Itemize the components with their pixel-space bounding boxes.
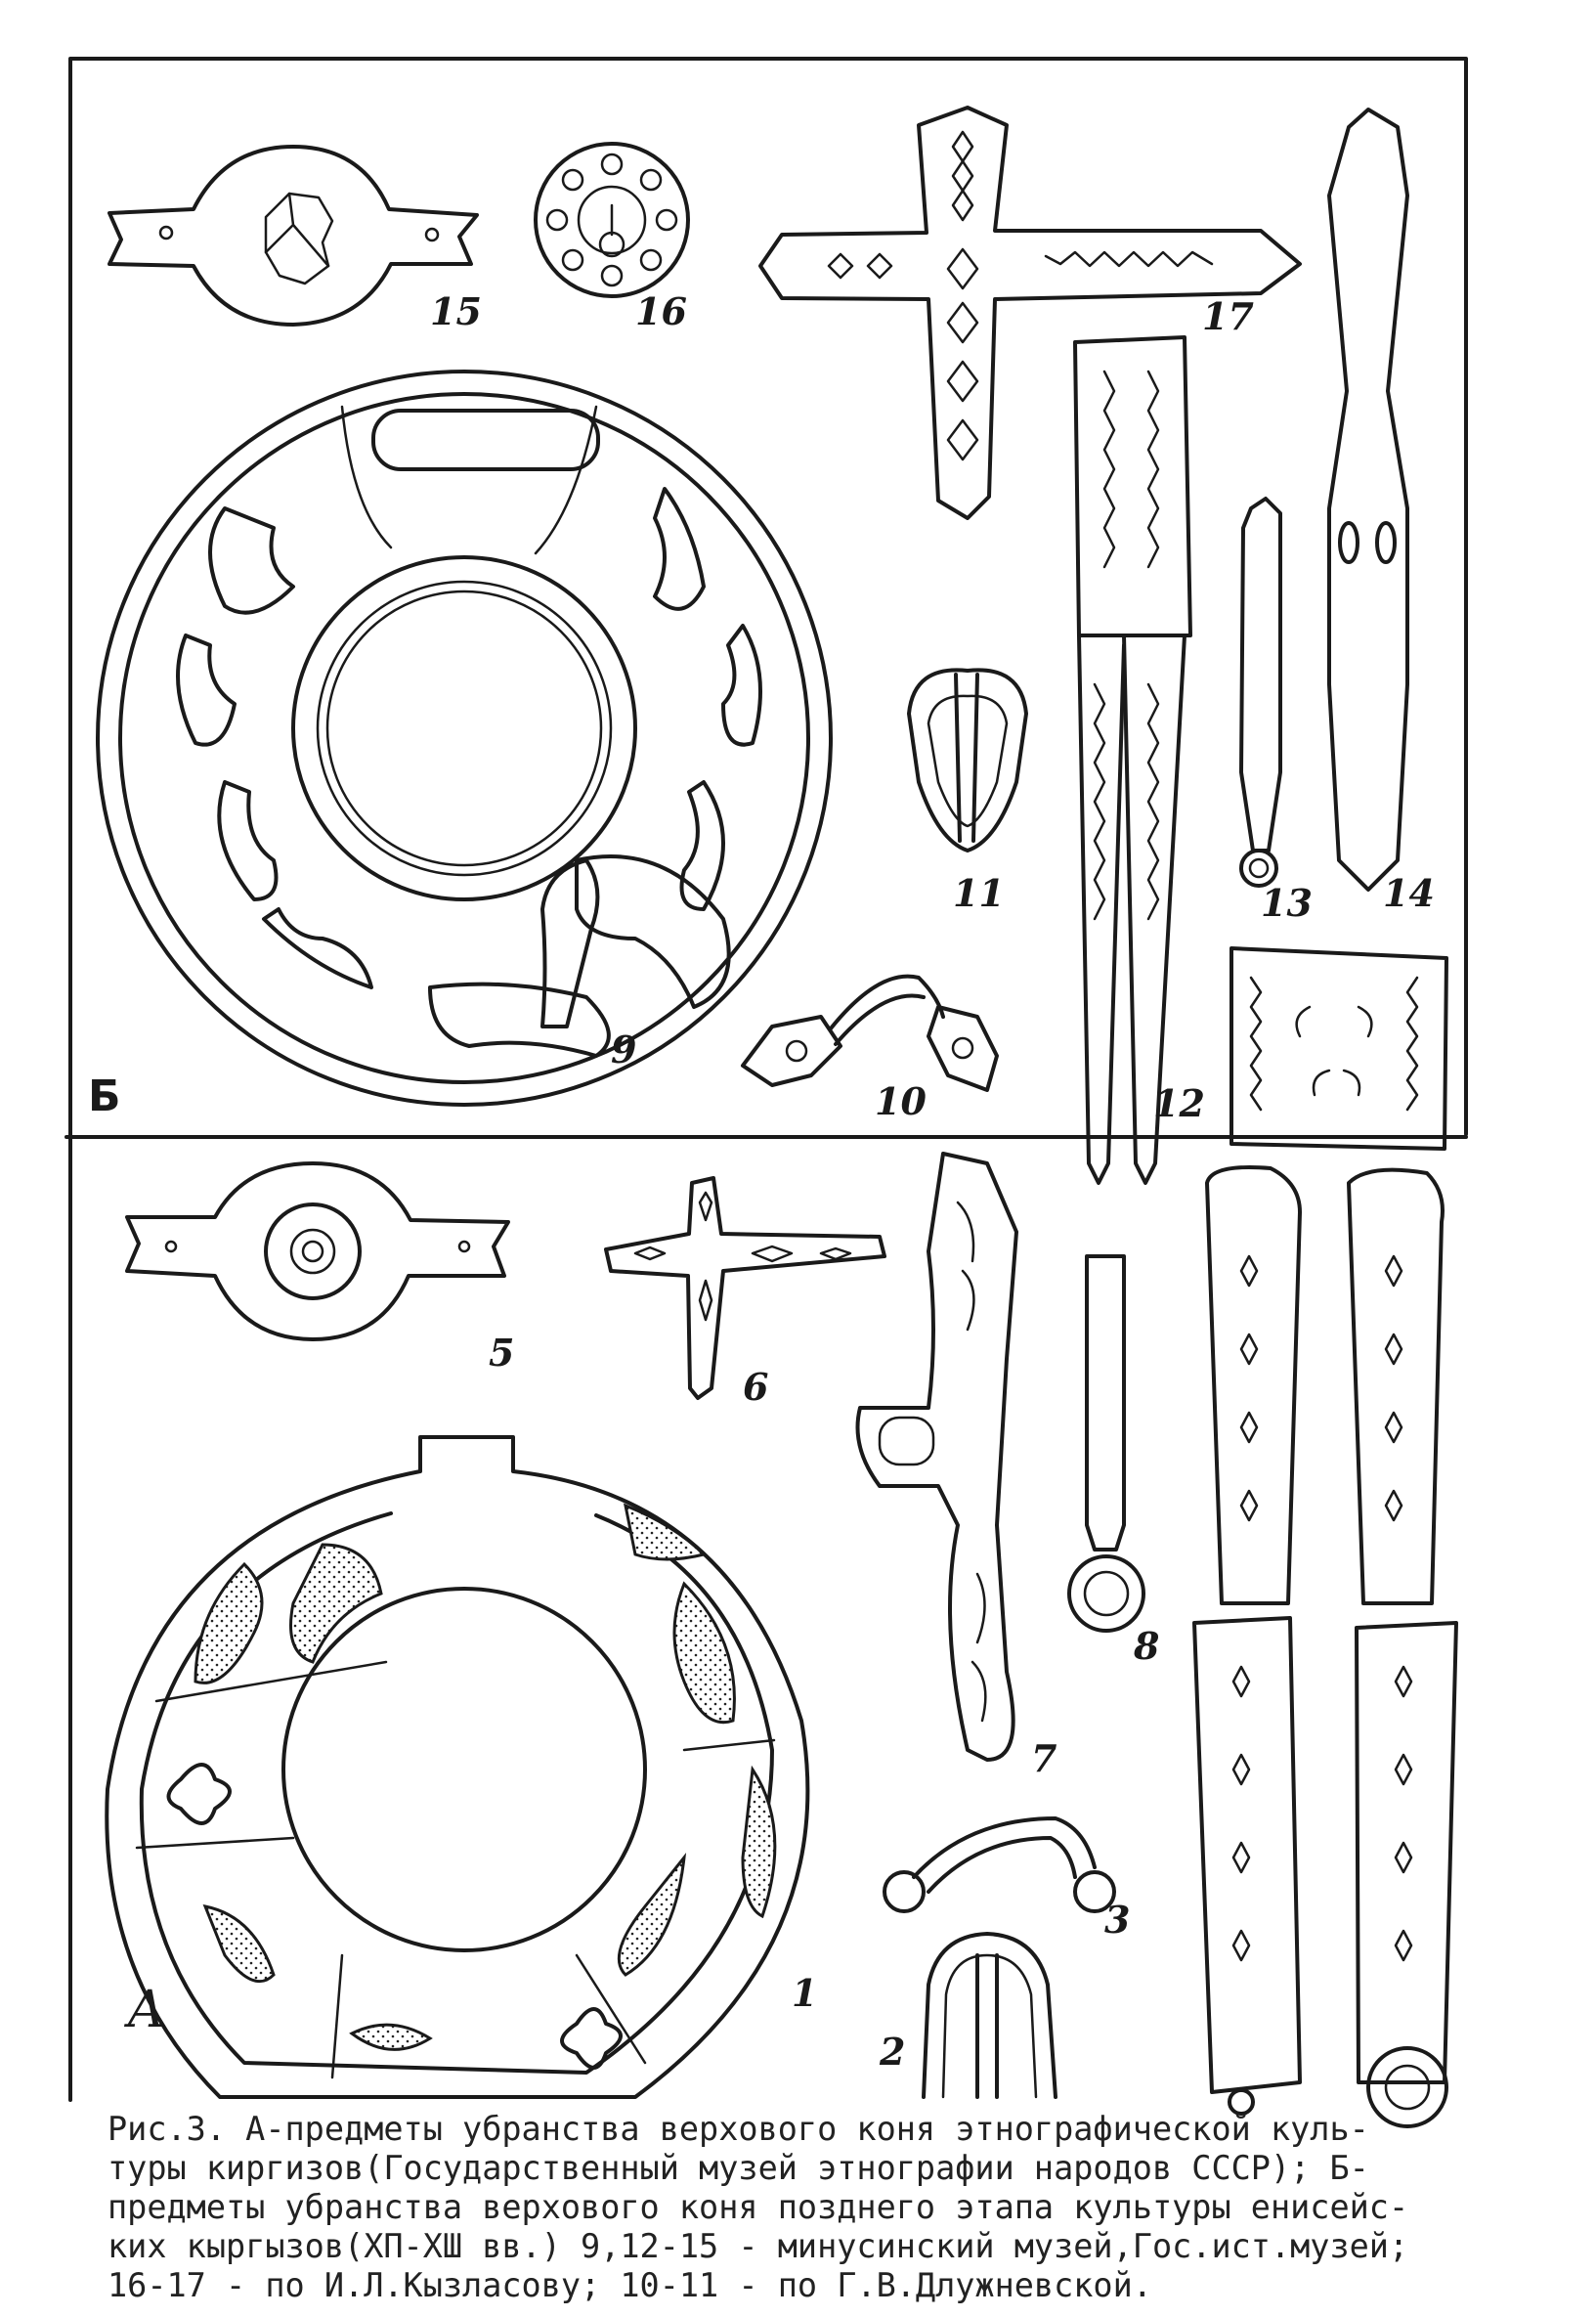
strap-plaque-5 [125,1161,510,1341]
caption-line-3: предметы убранства верхового коня поздне… [108,2188,1409,2226]
knife-12 [1073,335,1192,1185]
strap-plaque-15 [108,145,479,327]
caption-line-4: ких кыргызов(ХП-ХШ вв.) 9,12-15 - минуси… [108,2227,1409,2265]
saddle-disk-9 [96,370,833,1107]
cross-plaque-17 [758,106,1302,520]
strap-end-14 [1327,108,1409,892]
caption-line-5: 16-17 - по И.Л.Кызласову; 10-11 - по Г.В… [108,2266,1152,2304]
strap-plaque-7 [855,1152,1018,1762]
item-number-9: 9 [611,1027,637,1071]
item-number-8: 8 [1134,1624,1160,1668]
section-label-a: А [127,1981,166,2039]
figure-caption: Рис.3. А-предметы убранства верхового ко… [108,2110,1574,2305]
buckle-2 [922,1932,1057,2099]
item-number-3: 3 [1104,1898,1131,1942]
caption-line-1: Рис.3. А-предметы убранства верхового ко… [108,2110,1369,2148]
item-number-2: 2 [880,2030,906,2074]
item-number-7: 7 [1031,1736,1057,1780]
headstall-strap-pair [1192,946,1458,2128]
pendant-3 [883,1816,1116,1913]
item-number-16: 16 [635,289,687,333]
strap-end-13 [1239,497,1282,888]
item-number-13: 13 [1261,881,1313,925]
section-label-b: Б [88,1071,121,1121]
item-number-12: 12 [1153,1081,1205,1125]
item-number-10: 10 [875,1079,927,1123]
rosette-16 [534,142,690,298]
strap-end-8 [1067,1254,1145,1633]
item-number-6: 6 [743,1365,769,1409]
item-number-17: 17 [1202,294,1254,338]
item-number-5: 5 [489,1331,515,1375]
caption-line-2: туры киргизов(Государственный музей этно… [108,2149,1369,2187]
cross-plaque-6 [604,1176,886,1400]
saddle-disk-1 [105,1435,810,2099]
item-number-1: 1 [792,1971,818,2015]
item-number-11: 11 [953,871,1005,915]
item-number-15: 15 [430,289,482,333]
buckle-11 [907,668,1028,852]
item-number-14: 14 [1383,871,1435,915]
pendant-10 [741,974,999,1092]
